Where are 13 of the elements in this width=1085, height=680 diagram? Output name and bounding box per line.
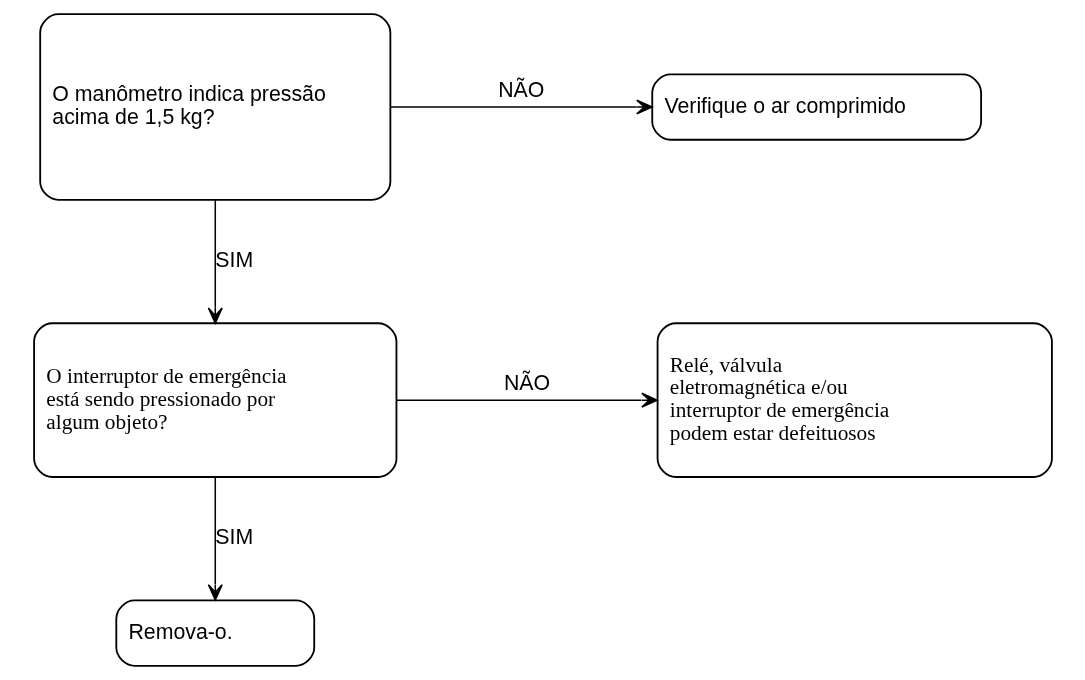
edge-label: NÃO bbox=[503, 370, 550, 395]
arrow bbox=[395, 392, 658, 408]
node-box: Verifique o ar comprimido bbox=[650, 73, 982, 141]
edge-label: NÃO bbox=[497, 77, 544, 102]
node-box: Remova-o. bbox=[114, 599, 315, 667]
node-box: O interruptor de emergência está sendo pressionado por algum objeto? bbox=[32, 322, 397, 478]
arrow bbox=[389, 99, 653, 115]
edge-label: SIM bbox=[214, 525, 253, 550]
node-box: O manômetro indica pressão acima de 1,5 kg? bbox=[38, 13, 391, 201]
arrow bbox=[207, 199, 223, 324]
node-box: Relé, válvula eletromagnética e/ou interruptor de emergência podem estar defeituosos bbox=[656, 322, 1053, 478]
edge-label: SIM bbox=[214, 248, 253, 273]
arrow bbox=[207, 476, 223, 601]
